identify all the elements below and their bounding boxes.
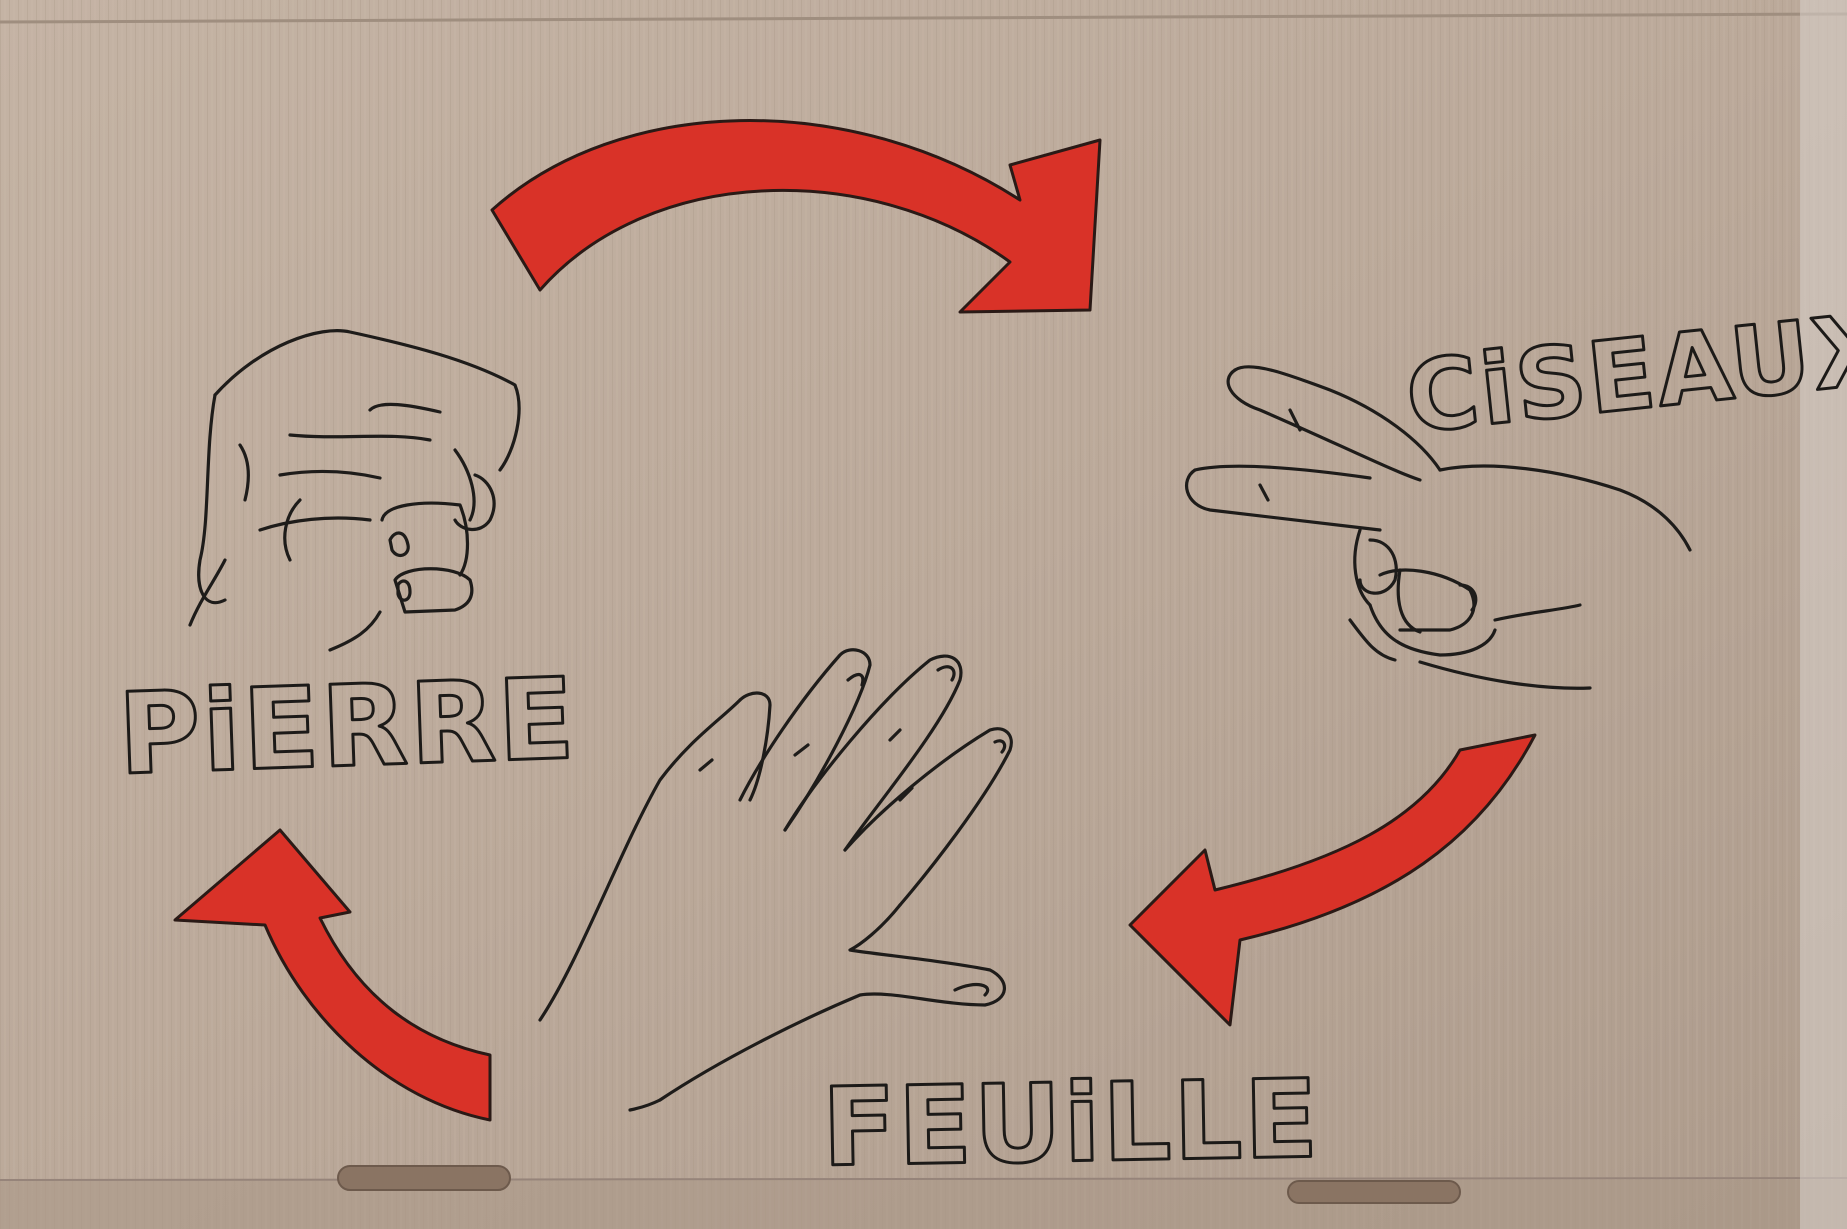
label-pierre: PiERRE [116, 654, 578, 800]
top-fold-line [0, 12, 1847, 24]
label-feuille: FEUiLLE [821, 1057, 1321, 1191]
fist-icon [188, 329, 521, 652]
curved-arrow-right-icon [1128, 733, 1537, 1027]
hand-hole-left [337, 1165, 511, 1191]
curved-arrow-left-icon [173, 828, 492, 1122]
bottom-flap [0, 1180, 1847, 1229]
bottom-fold-line [0, 1177, 1847, 1181]
scissors-hand-icon [1185, 365, 1692, 690]
open-hand-icon [538, 648, 1013, 1112]
right-edge [1800, 0, 1847, 1229]
hand-hole-right [1287, 1180, 1461, 1204]
curved-arrow-top-icon [490, 119, 1102, 314]
